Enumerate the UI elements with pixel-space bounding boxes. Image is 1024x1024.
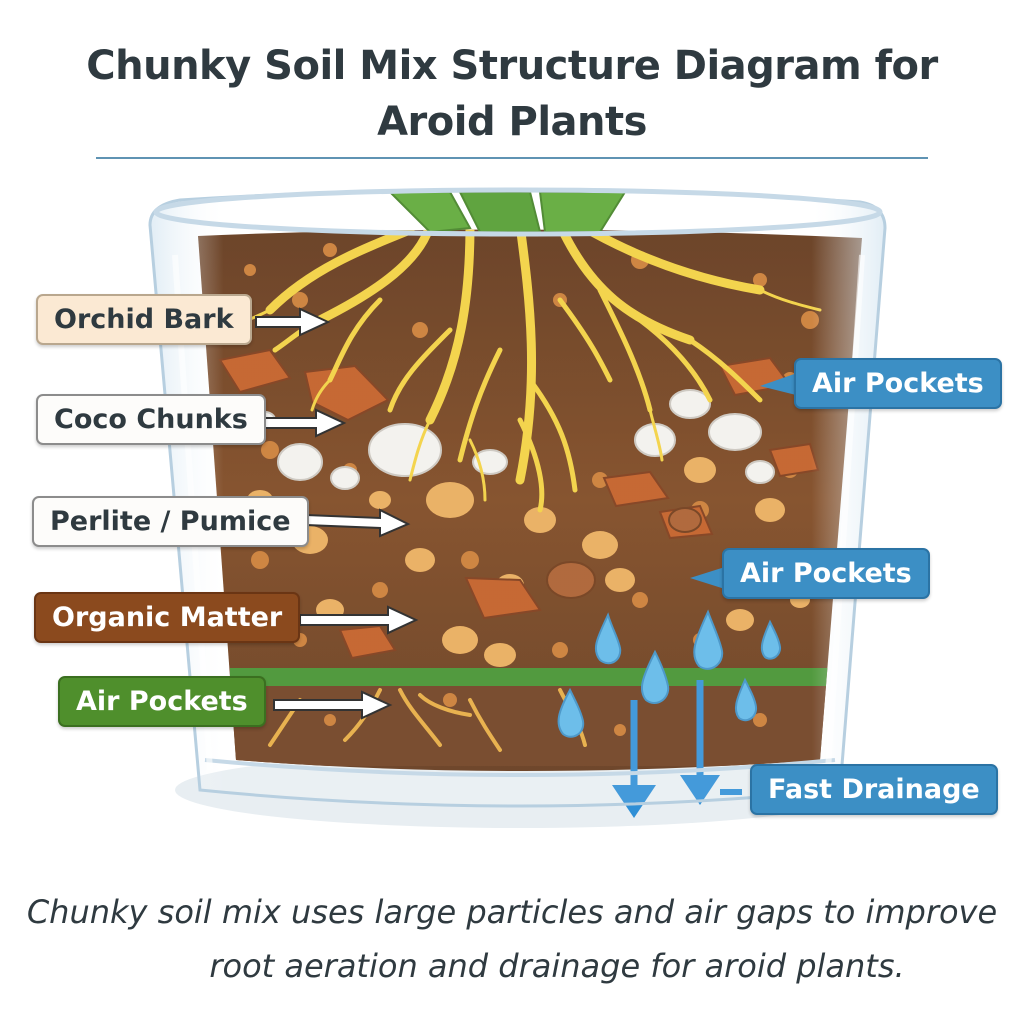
label-orchid-bark: Orchid Bark <box>36 294 252 345</box>
label-pointers <box>255 307 419 720</box>
title-line-2: Aroid Plants <box>377 99 647 145</box>
right-label-pointers <box>690 372 800 590</box>
label-organic-matter: Organic Matter <box>34 592 301 643</box>
label-air-pockets-right-mid: Air Pockets <box>722 548 930 599</box>
caption-line-2: root aeration and drainage for aroid pla… <box>209 947 905 985</box>
label-fast-drainage: Fast Drainage <box>750 764 998 815</box>
title-line-1: Chunky Soil Mix Structure Diagram for <box>86 43 938 89</box>
label-air-pockets-right-top: Air Pockets <box>794 358 1002 409</box>
label-coco-chunks: Coco Chunks <box>36 394 266 445</box>
title-divider <box>96 157 928 159</box>
page-title: Chunky Soil Mix Structure Diagram for Ar… <box>0 38 1024 150</box>
caption: Chunky soil mix uses large particles and… <box>0 885 1024 993</box>
label-perlite-pumice: Perlite / Pumice <box>32 496 309 547</box>
glass-pot <box>148 187 887 808</box>
caption-line-1: Chunky soil mix uses large particles and… <box>26 893 998 931</box>
label-air-pockets-left: Air Pockets <box>58 676 266 727</box>
